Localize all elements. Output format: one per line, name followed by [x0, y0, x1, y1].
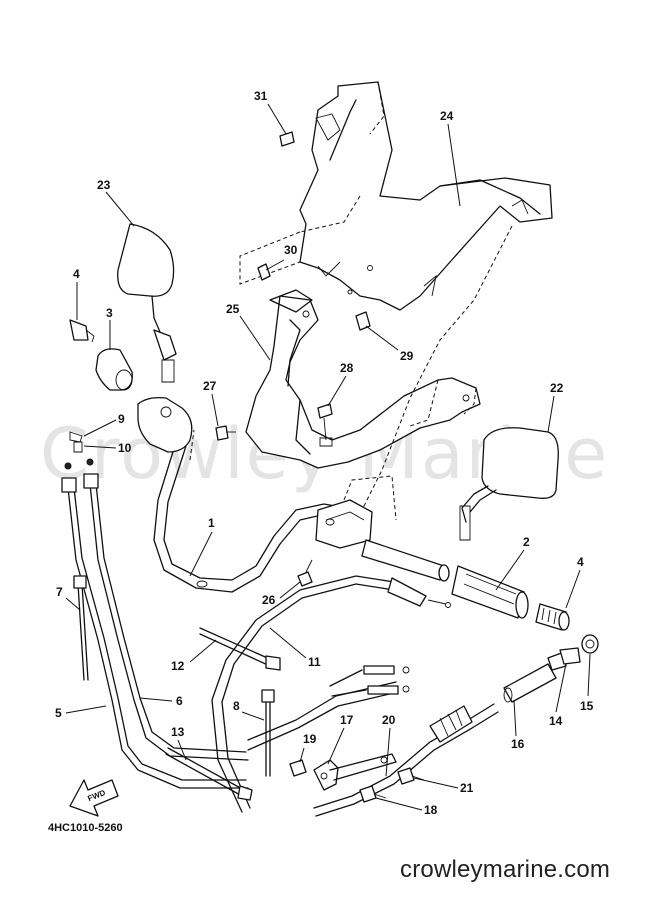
grip-end-right	[535, 603, 570, 631]
handlebar-cover-lower	[245, 289, 481, 469]
callout-20: 20	[382, 713, 396, 727]
mirror-right	[459, 427, 559, 541]
callout-15: 15	[580, 699, 594, 713]
callout-17: 17	[340, 713, 354, 727]
callout-14: 14	[549, 714, 563, 728]
callout-23: 23	[97, 178, 111, 192]
callout-1: 1	[208, 516, 215, 530]
callout-13: 13	[171, 725, 185, 739]
callout-5: 5	[55, 706, 62, 720]
callout-30: 30	[284, 243, 298, 257]
callout-22: 22	[550, 381, 564, 395]
cable-bracket	[313, 753, 397, 791]
callout-4-right: 4	[577, 555, 584, 569]
choke-cables	[247, 665, 410, 751]
fasteners	[215, 131, 425, 803]
callout-8: 8	[233, 699, 240, 713]
callout-16: 16	[511, 737, 525, 751]
callout-6: 6	[176, 694, 183, 708]
callout-31: 31	[254, 89, 268, 103]
callouts: 1 2 3 4 4 5 6 7 8 9 10 11 12 13 14 15 16	[55, 89, 594, 817]
throttle-cable	[211, 575, 451, 813]
callout-24: 24	[440, 109, 454, 123]
callout-28: 28	[340, 361, 354, 375]
callout-7: 7	[56, 585, 63, 599]
callout-10: 10	[118, 441, 132, 455]
callout-4-left: 4	[73, 267, 80, 281]
callout-25: 25	[226, 302, 240, 316]
callout-29: 29	[400, 349, 414, 363]
cable-ties	[73, 575, 281, 801]
callout-12: 12	[171, 659, 185, 673]
callout-27: 27	[203, 379, 217, 393]
throttle-grip-left	[69, 319, 133, 391]
handlebar-cover-upper	[239, 81, 553, 311]
callout-26: 26	[262, 593, 276, 607]
mirror-left	[117, 223, 177, 383]
drawing-code: 4HC1010-5260	[48, 822, 123, 834]
callout-21: 21	[460, 781, 474, 795]
left-switch-housing	[69, 396, 193, 453]
control-cables	[61, 458, 249, 789]
callout-19: 19	[303, 732, 317, 746]
callout-9: 9	[118, 412, 125, 426]
shift-cable	[313, 634, 599, 817]
right-grip	[361, 539, 529, 619]
callout-2: 2	[523, 535, 530, 549]
fwd-arrow-icon: FWD	[69, 779, 119, 817]
handlebar	[153, 441, 397, 593]
callout-18: 18	[424, 803, 438, 817]
callout-11: 11	[308, 655, 321, 669]
site-url: crowleymarine.com	[400, 856, 611, 883]
callout-3: 3	[106, 306, 113, 320]
